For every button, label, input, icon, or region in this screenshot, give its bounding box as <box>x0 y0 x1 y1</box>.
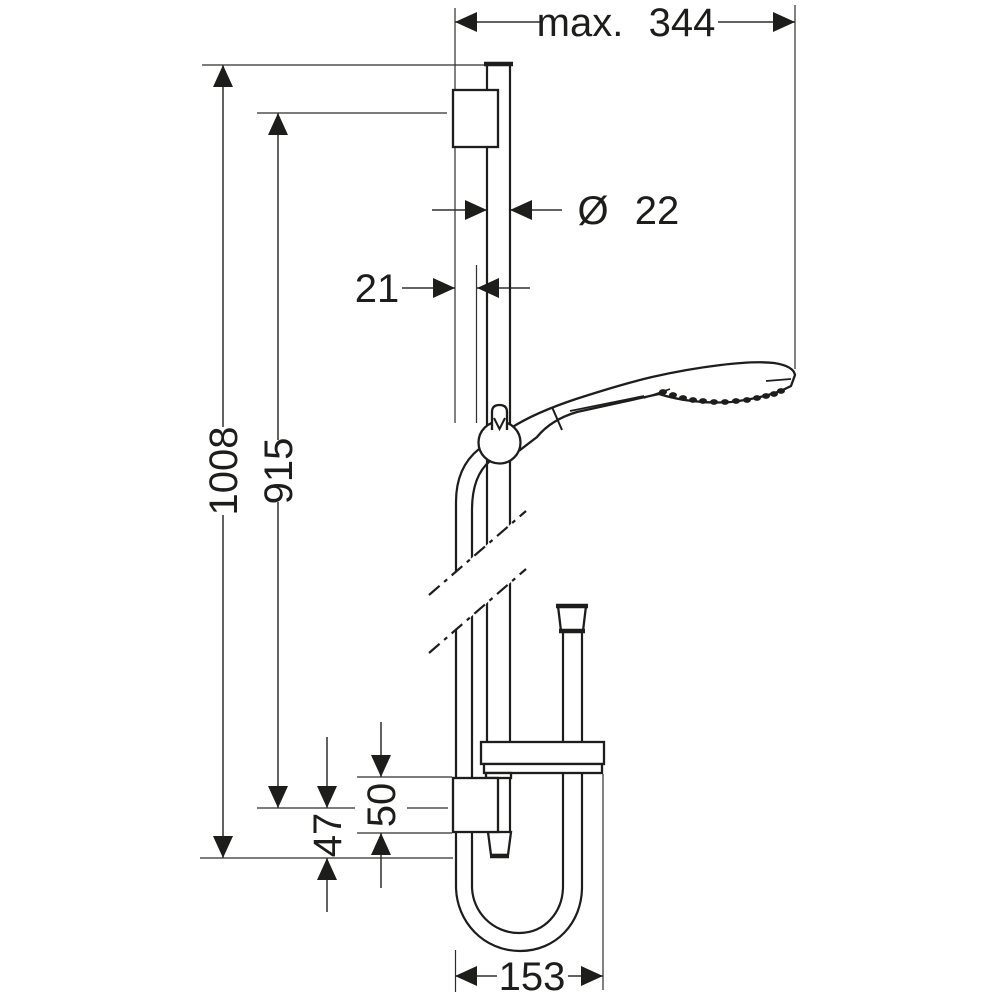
arrow-22-left <box>465 200 487 220</box>
arrow-153-right <box>581 966 603 986</box>
arrow-47-bottom <box>317 858 337 880</box>
label-max-projection: 344 <box>649 1 716 45</box>
dimension-labels: max. 344 Ø 22 21 1008 915 50 47 153 <box>202 1 715 999</box>
arrow-22-right <box>510 200 532 220</box>
dimension-lines <box>222 21 795 977</box>
arrow-153-left <box>455 966 477 986</box>
arrow-21-left <box>433 278 455 298</box>
break-line-upper <box>428 510 527 596</box>
handle-facet-line <box>569 395 645 412</box>
label-wall-offset: 21 <box>355 267 400 311</box>
arrow-47-top <box>317 786 337 808</box>
hose-outer-line <box>454 448 584 953</box>
lever-notch <box>493 417 506 432</box>
arrow-50-top <box>371 755 391 777</box>
label-bottom-projection: 153 <box>499 955 566 999</box>
label-bracket-spacing: 915 <box>257 438 301 505</box>
extension-lines <box>200 5 796 992</box>
label-bar-diameter: 22 <box>635 189 680 233</box>
soap-dish-tray <box>479 740 606 766</box>
label-lower-offset: 47 <box>306 813 350 858</box>
arrow-344-left <box>455 12 477 32</box>
lower-wall-bracket <box>451 776 500 834</box>
arrow-915-bottom <box>268 786 288 808</box>
break-mask <box>429 511 526 653</box>
hose-connector <box>556 603 588 634</box>
label-max-prefix: max. <box>537 1 624 45</box>
hand-shower <box>509 361 797 452</box>
arrow-344-right <box>773 12 795 32</box>
break-line-lower <box>428 568 527 654</box>
shower-hose <box>454 448 584 953</box>
label-diameter-symbol: Ø <box>577 189 608 233</box>
upper-wall-bracket <box>451 88 500 149</box>
arrow-1008-top <box>213 65 233 87</box>
break-symbol <box>428 510 527 654</box>
label-bracket-height: 50 <box>360 783 404 828</box>
hose-inner-line <box>470 460 565 935</box>
hand-shower-body <box>509 361 797 452</box>
label-overall-height: 1008 <box>202 427 246 516</box>
slider-release-lever <box>490 403 509 430</box>
head-tip-line <box>765 378 792 382</box>
spray-nozzles <box>659 388 785 405</box>
arrow-1008-bottom <box>213 836 233 858</box>
arrow-915-top <box>268 113 288 135</box>
dimension-arrowheads <box>213 12 795 986</box>
hose-connector-body <box>556 604 588 633</box>
arrow-50-bottom <box>371 833 391 855</box>
soap-dish <box>479 740 606 780</box>
handle-joint-line <box>551 406 563 431</box>
soap-dish-base <box>482 762 604 775</box>
bar-end-cap <box>486 830 513 857</box>
